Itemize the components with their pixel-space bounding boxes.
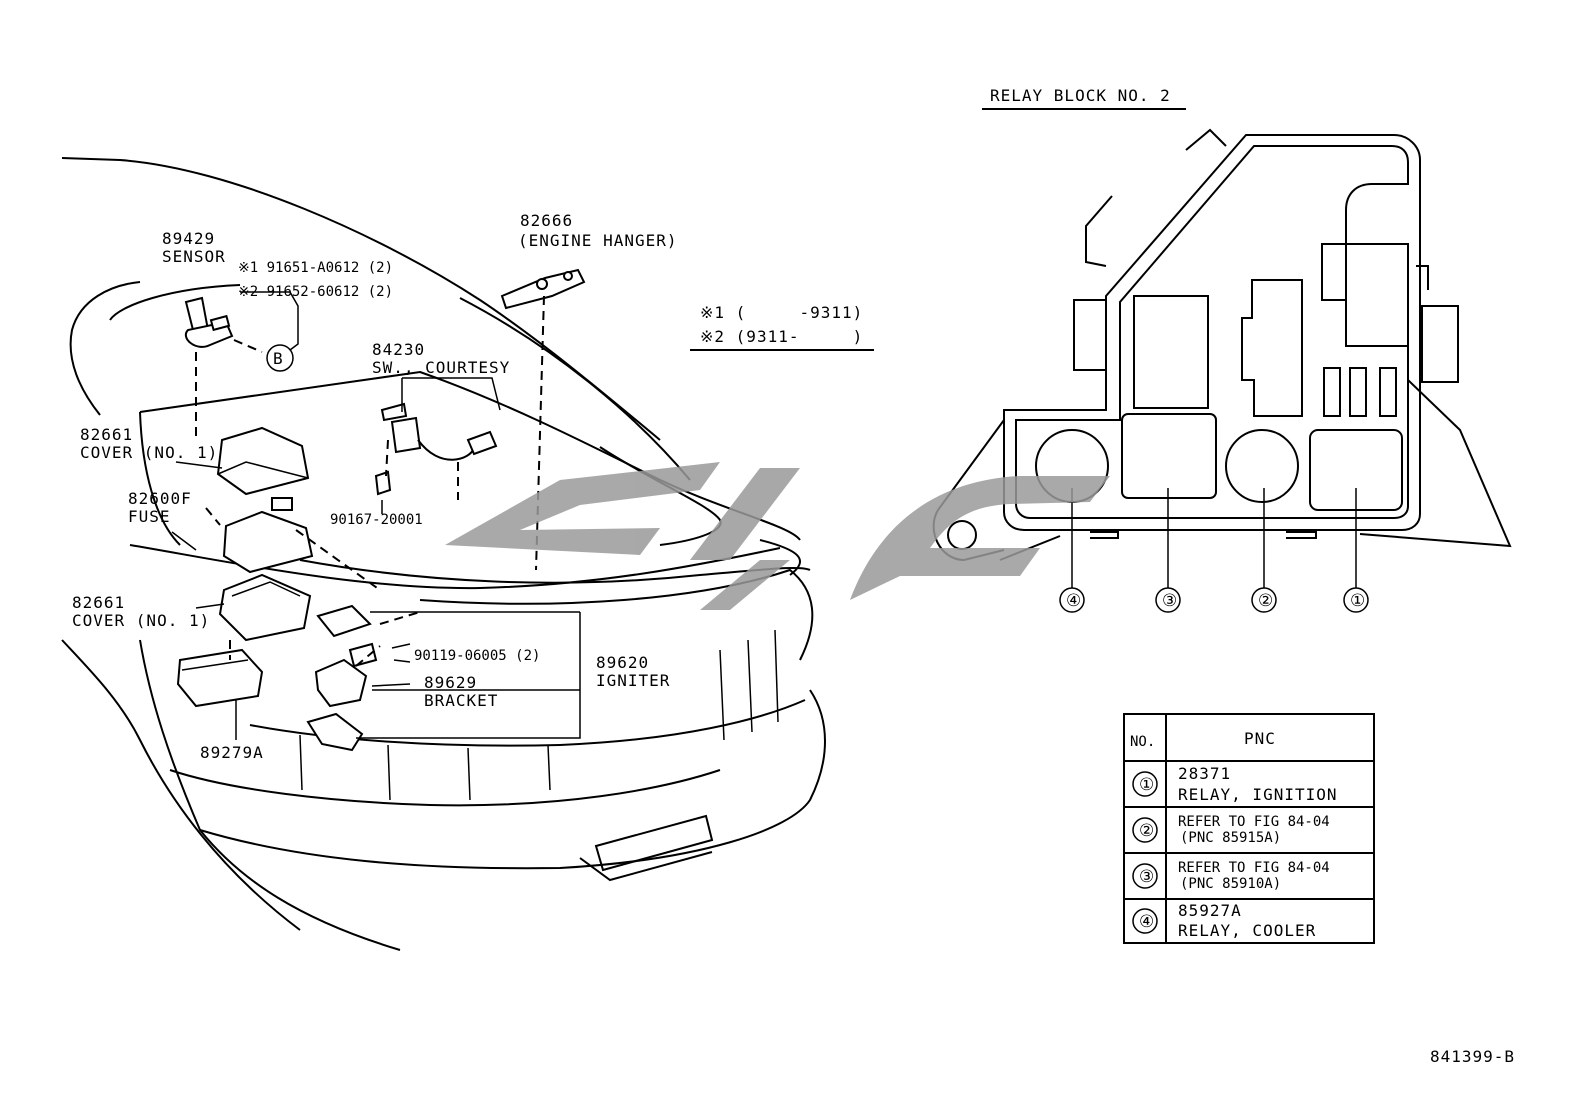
sensor-part-name: SENSOR (162, 247, 226, 266)
table-header-no: NO. (1130, 734, 1155, 750)
relay-position-labels: ④ ③ ② ① (1059, 587, 1369, 613)
fuse-number: 82600F (128, 489, 192, 508)
fuse-block-part (222, 510, 314, 574)
table-row-1-no: ① (1139, 775, 1154, 795)
watermark-logo (445, 462, 1110, 610)
table-row-4-no: ④ (1139, 912, 1154, 932)
table-row-4-line2: RELAY, COOLER (1178, 921, 1316, 940)
part-89279a-label: 89279A (200, 743, 264, 762)
fuse-part (271, 497, 293, 511)
relay-block-title: RELAY BLOCK NO. 2 (990, 86, 1171, 105)
bolt-3-callout: 90119-06005 (2) (414, 648, 540, 664)
legend-row-1: ※1 ( -9311) (700, 303, 863, 322)
table-row-3-line1: REFER TO FIG 84-04 (1178, 860, 1330, 876)
legend-row-2: ※2 (9311- ) (700, 327, 863, 346)
table-row-3-no: ③ (1139, 867, 1154, 887)
bolt-2-callout: ※2 91652-60612 (2) (238, 284, 393, 300)
igniter-name: IGNITER (596, 671, 670, 690)
table-row-1-line1: 28371 (1178, 764, 1231, 783)
relay-position-2: ② (1258, 591, 1273, 611)
table-row-2-no: ② (1139, 821, 1154, 841)
relay-position-1: ① (1350, 591, 1365, 611)
engine-hanger-number: 82666 (520, 211, 573, 230)
cover-lower-number: 82661 (72, 593, 125, 612)
pnc-table: NO. PNC ① 28371 RELAY, IGNITION ② REFER … (1123, 713, 1375, 944)
reference-b-marker: B (266, 344, 294, 372)
connector-part (306, 712, 364, 752)
cover-upper-number: 82661 (80, 425, 133, 444)
table-row-2-line1: REFER TO FIG 84-04 (1178, 814, 1330, 830)
engine-hanger-name: (ENGINE HANGER) (518, 231, 678, 250)
production-date-legend: ※1 ( -9311) ※2 (9311- ) (690, 303, 874, 351)
table-row-1-line2: RELAY, IGNITION (1178, 785, 1338, 804)
cover-upper-name: COVER (NO. 1) (80, 443, 218, 462)
courtesy-switch-part (374, 402, 498, 496)
bolt-1-callout: ※1 91651-A0612 (2) (238, 260, 393, 276)
assembly-dash-lines (195, 295, 545, 667)
cover-upper-part (216, 426, 310, 496)
relay-position-3: ③ (1162, 591, 1177, 611)
engine-hanger-part (500, 268, 586, 310)
cover-lower-name: COVER (NO. 1) (72, 611, 210, 630)
leader-lines (171, 291, 581, 740)
figure-id: 841399-B (1430, 1047, 1515, 1066)
table-row-4-line1: 85927A (1178, 901, 1242, 920)
clip-number: 90167-20001 (330, 512, 423, 528)
bracket-name: BRACKET (424, 691, 498, 710)
igniter-part (314, 604, 378, 708)
table-header-pnc: PNC (1244, 729, 1276, 748)
bracket-number: 89629 (424, 673, 477, 692)
relay-position-4: ④ (1066, 591, 1081, 611)
part-89279a (176, 648, 264, 708)
igniter-number: 89620 (596, 653, 649, 672)
relay-block-drawing (932, 128, 1512, 588)
table-row-2-line2: (PNC 85915A) (1180, 830, 1281, 846)
sensor-part (184, 296, 234, 348)
reference-b-label: B (273, 349, 284, 368)
cover-lower-part (218, 573, 312, 642)
sensor-part-number: 89429 (162, 229, 215, 248)
fuse-name: FUSE (128, 507, 171, 526)
table-row-3-line2: (PNC 85910A) (1180, 876, 1281, 892)
courtesy-switch-name: SW., COURTESY (372, 358, 510, 377)
courtesy-switch-number: 84230 (372, 340, 425, 359)
